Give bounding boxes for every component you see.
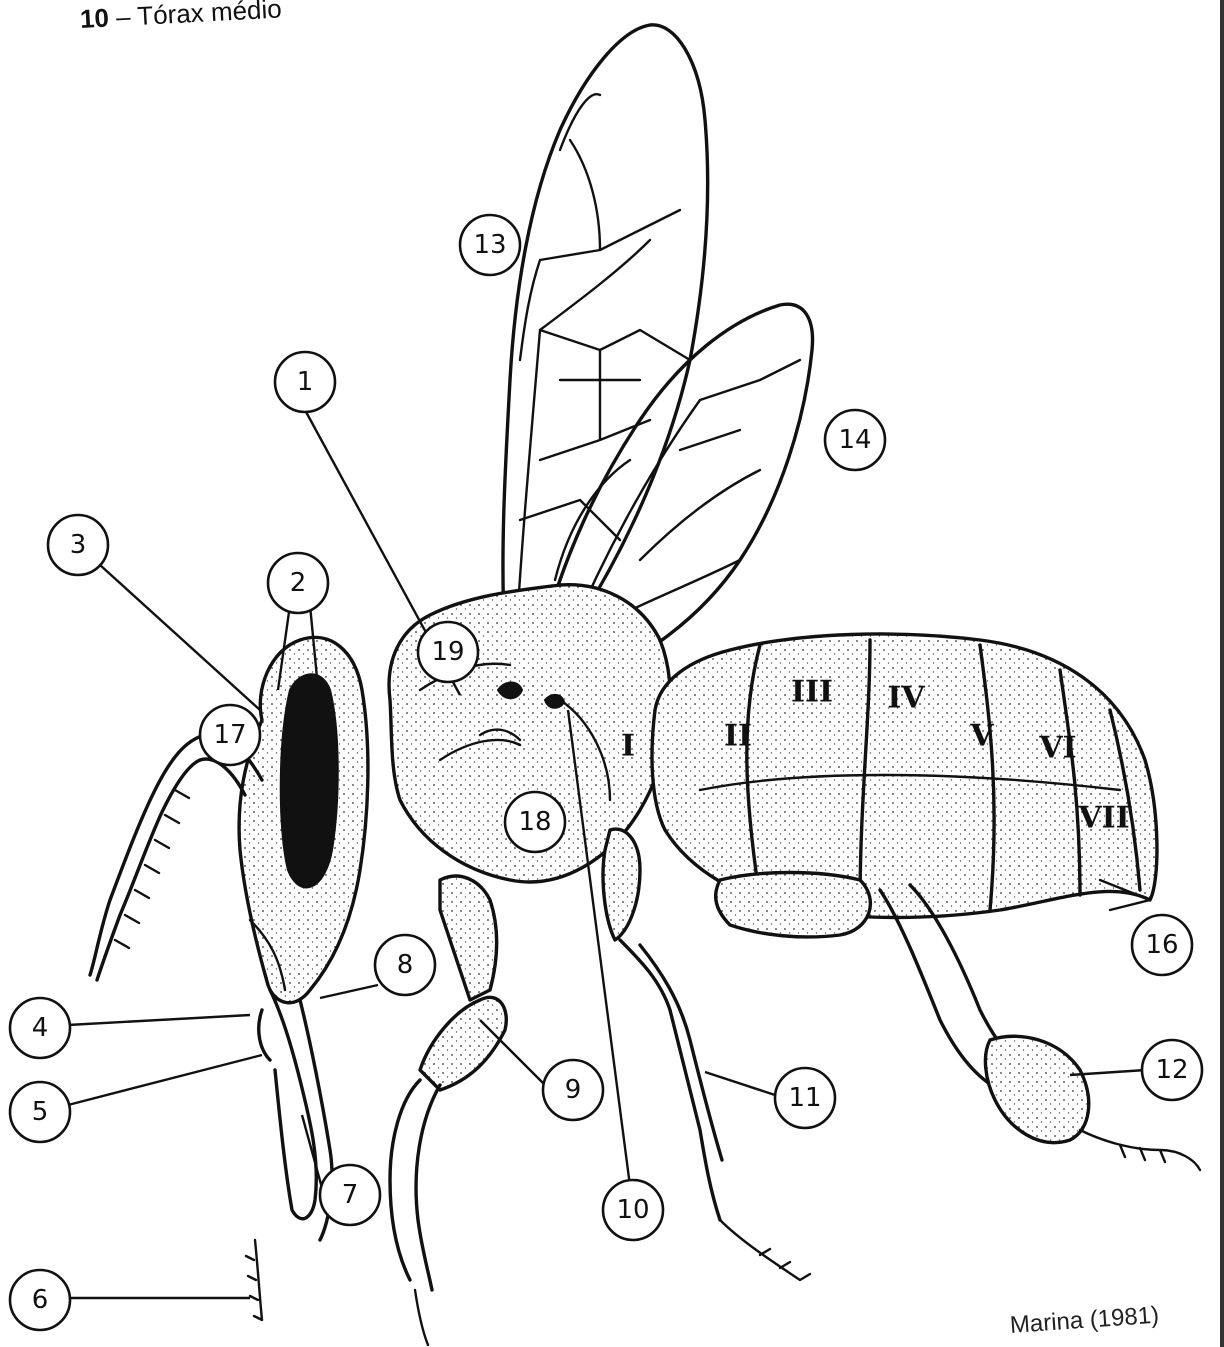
segment-label: IV: [887, 681, 925, 716]
callout-18: 18: [505, 792, 565, 852]
callout-label: 18: [518, 807, 551, 837]
callout-11: 11: [775, 1068, 835, 1128]
callout-label: 11: [788, 1083, 821, 1113]
callout-label: 6: [32, 1285, 49, 1315]
callout-label: 9: [565, 1075, 582, 1105]
callout-17: 17: [200, 705, 260, 765]
callout-label: 13: [473, 230, 506, 260]
callout-7: 7: [320, 1165, 380, 1225]
callout-label: 19: [431, 637, 464, 667]
callout-5: 5: [10, 1082, 70, 1142]
callout-label: 17: [213, 720, 246, 750]
callout-label: 2: [290, 568, 307, 598]
abdomen: [652, 634, 1157, 917]
segment-label: V: [969, 719, 994, 754]
head: [239, 637, 368, 1002]
callout-label: 1: [297, 367, 314, 397]
segment-label: VI: [1038, 731, 1076, 766]
segment-label: VII: [1077, 801, 1129, 836]
callout-label: 8: [397, 950, 414, 980]
callout-2: 2: [268, 553, 328, 613]
mouthparts: [246, 990, 332, 1320]
callout-13: 13: [460, 215, 520, 275]
callout-label: 4: [32, 1013, 49, 1043]
callout-12: 12: [1142, 1040, 1202, 1100]
segment-label: III: [791, 675, 833, 710]
callout-3: 3: [48, 515, 108, 575]
hind-leg: [716, 873, 1200, 1171]
segment-label: II: [724, 719, 752, 754]
callout-14: 14: [825, 410, 885, 470]
callout-label: 3: [70, 530, 87, 560]
segment-label: I: [621, 729, 635, 764]
callout-19: 19: [418, 622, 478, 682]
callout-label: 10: [616, 1195, 649, 1225]
callout-1: 1: [275, 352, 335, 412]
callout-label: 5: [32, 1097, 49, 1127]
callout-label: 7: [342, 1180, 359, 1210]
callout-label: 14: [838, 425, 871, 455]
antenna: [90, 734, 262, 980]
callout-10: 10: [603, 1180, 663, 1240]
callout-6: 6: [10, 1270, 70, 1330]
callout-label: 12: [1155, 1055, 1188, 1085]
callout-9: 9: [543, 1060, 603, 1120]
page-border: [1220, 0, 1224, 1347]
callout-16: 16: [1132, 915, 1192, 975]
callout-label: 16: [1145, 930, 1178, 960]
callout-8: 8: [375, 935, 435, 995]
forewing: [503, 25, 708, 680]
callout-4: 4: [10, 998, 70, 1058]
